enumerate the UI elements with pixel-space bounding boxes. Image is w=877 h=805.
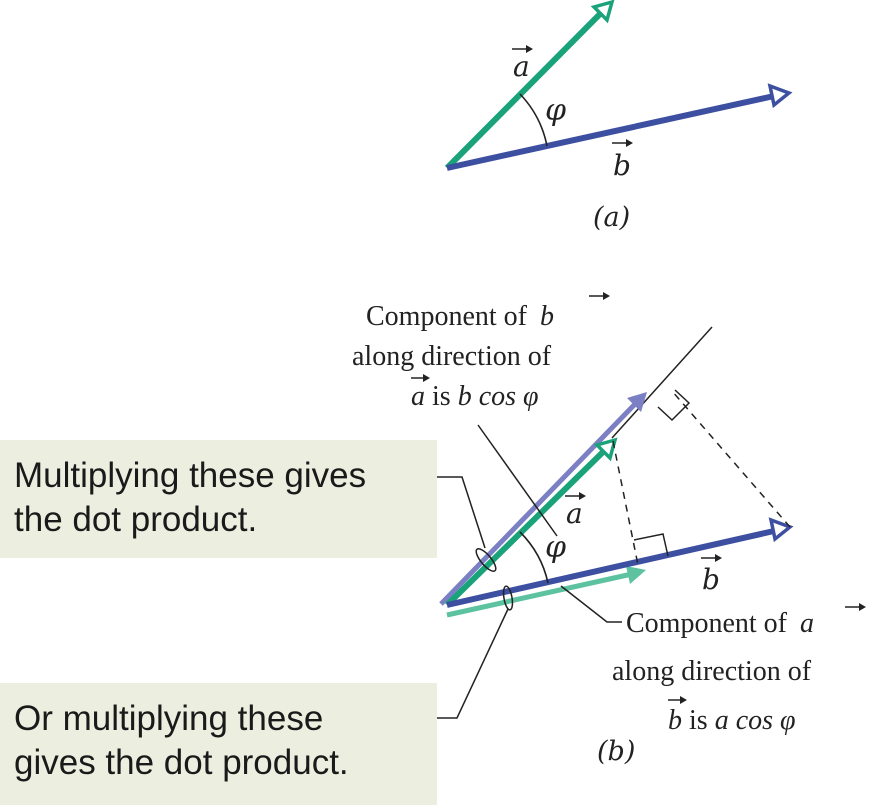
label-a-b-arrow-tip [579,492,586,500]
vector-a-shaft [444,11,603,171]
comp-a-line2: along direction of [612,656,812,687]
vector-b-shaft [446,93,775,171]
label-b-b-arrow-tip [715,554,722,562]
projection-b-on-a-tip [627,392,647,412]
callout-top-line2: the dot product. [14,500,258,539]
vector-b-arrowhead [767,83,793,109]
leader-comp-b [477,424,558,537]
comp-a-line3-arrow-tip [680,696,687,704]
label-b-b: b [702,563,720,596]
comp-b-line1: Component of b [366,301,554,332]
leader-comp-a [560,585,622,623]
a-direction-line [611,326,713,439]
comp-a-line3: b is a cos φ [668,705,796,736]
comp-b-line3: a is b cos φ [411,381,539,412]
angle-arc-b [519,531,549,584]
label-phi-b: φ [545,530,566,565]
comp-b-line2: along direction of [352,341,552,372]
comp-a-line1: Component of a [626,608,814,639]
label-b: b [613,149,631,182]
right-angle-marker-bottom [633,533,669,557]
bracket-ellipse-top [475,548,497,572]
comp-b-line3-arrow-tip [423,374,430,382]
label-a-arrow-tip [526,45,533,53]
callout-bottom-line2: gives the dot product. [14,743,349,782]
projection-a-on-b-tip [626,566,646,584]
projection-a-on-b [446,571,633,618]
label-b-arrow-tip [626,139,633,147]
vector-a-arrowhead [590,0,615,24]
label-a: a [513,50,530,83]
bracket-ellipse-bottom [502,585,514,611]
callout-bottom: Or multiplying these gives the dot produ… [0,683,437,805]
projection-b-on-a [439,400,639,606]
dashed-perp-b-to-a [671,390,791,528]
vector-a-shaft-b [444,449,606,608]
callout-top: Multiplying these gives the dot product. [0,440,437,558]
comp-b-var-arrow-tip [603,292,610,300]
vector-b-shaft-b [446,528,775,608]
diagram-a: a φ b (a) [444,0,793,233]
comp-a-var-arrow-tip [859,603,866,611]
caption-a: (a) [593,202,630,233]
callout-top-line1: Multiplying these gives [14,456,367,495]
dashed-perp-a-to-b [612,440,639,566]
leader-top-callout [425,476,486,549]
callout-bottom-line1: Or multiplying these [14,699,324,738]
vector-a-arrowhead-b [593,437,618,462]
label-a-b: a [566,497,583,530]
angle-arc [519,93,548,147]
caption-b: (b) [597,736,635,767]
right-angle-marker-top [657,389,691,422]
vector-b-arrowhead-b [768,517,794,543]
label-phi: φ [545,93,566,128]
